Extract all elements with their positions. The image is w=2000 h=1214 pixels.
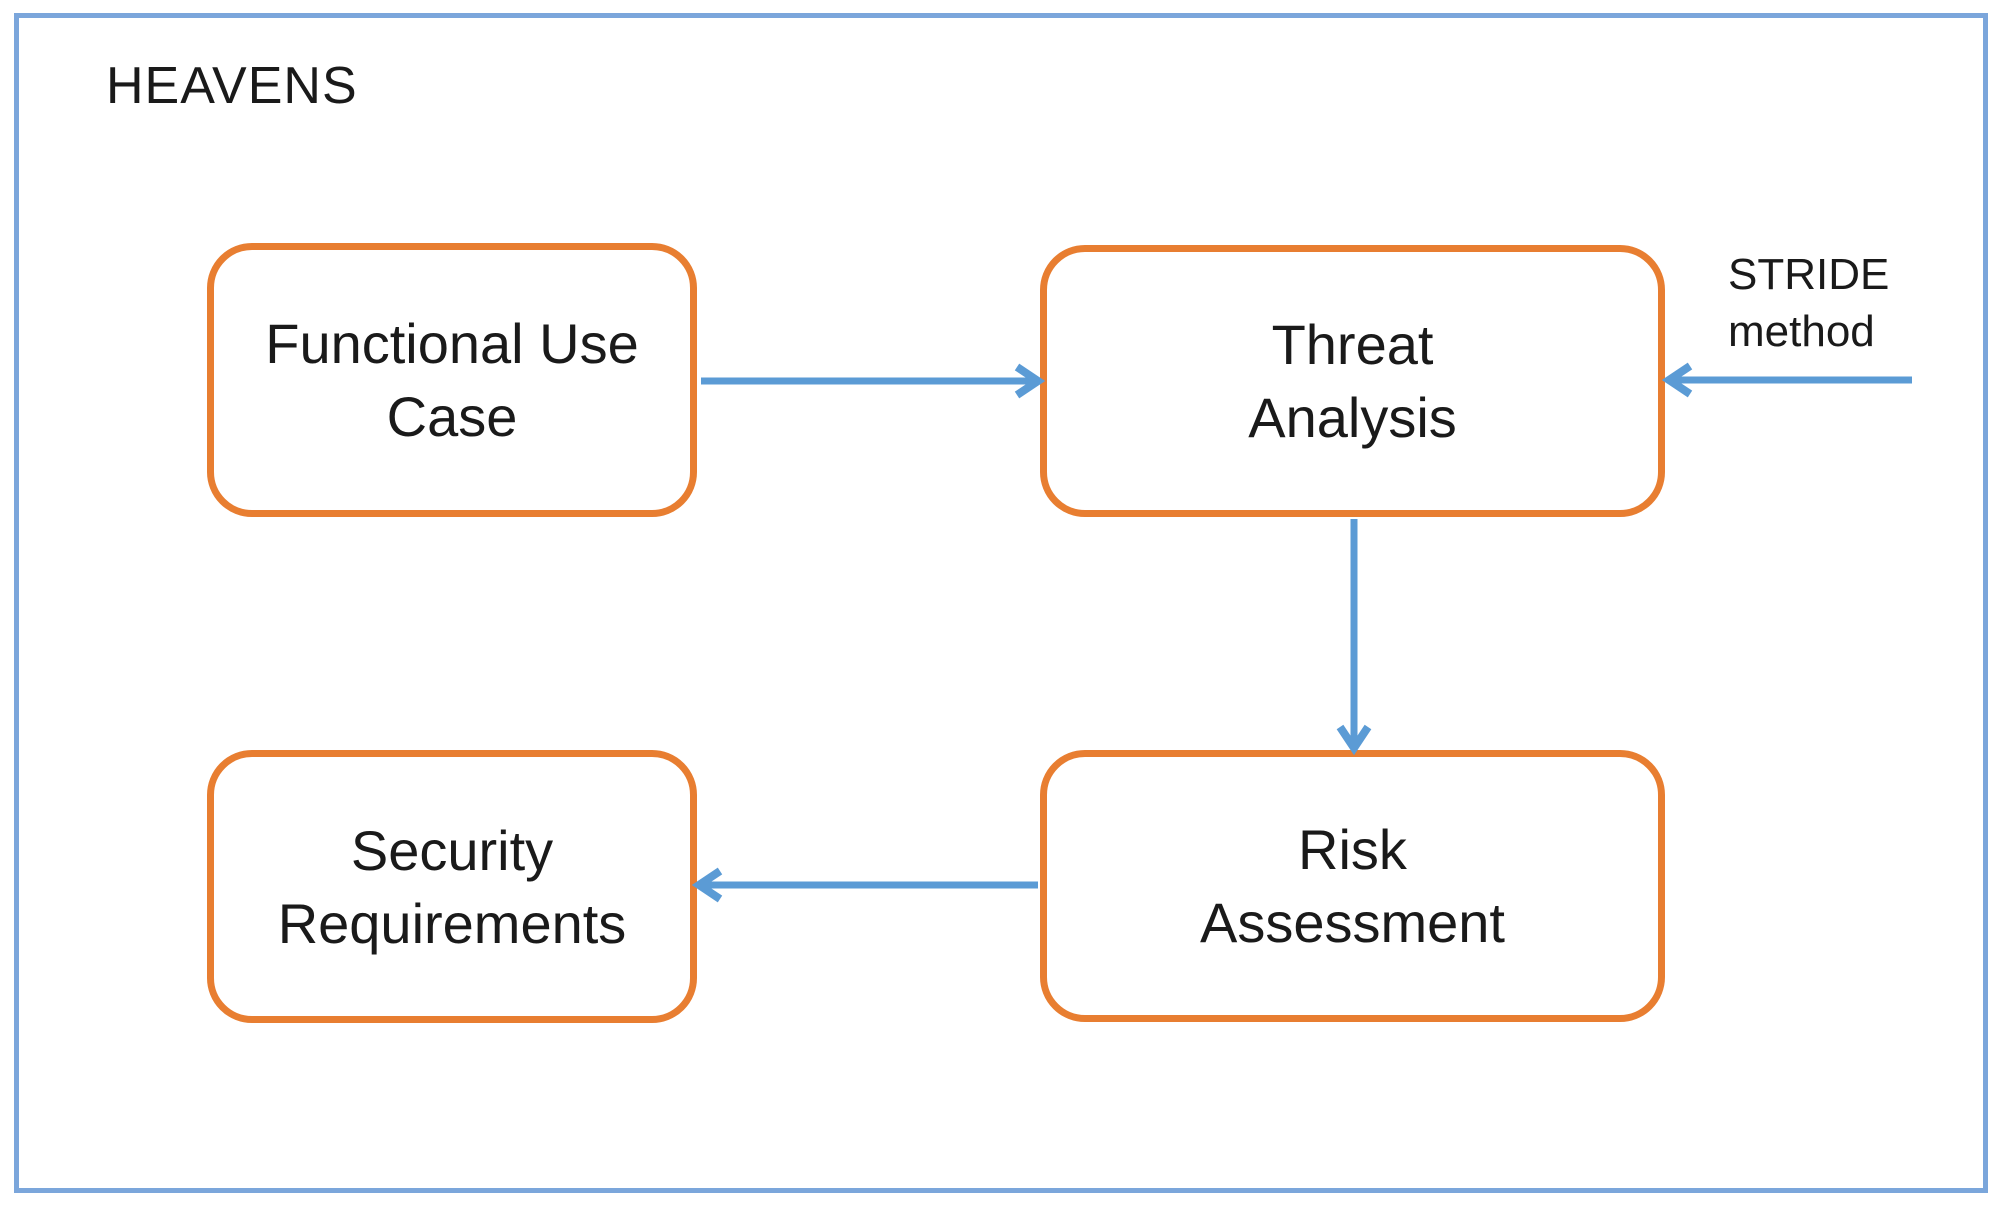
node-risk-assessment-label: Risk Assessment [1200, 818, 1505, 954]
node-risk-assessment: Risk Assessment [1040, 750, 1665, 1022]
node-functional-use-case-label: Functional Use Case [265, 312, 639, 448]
node-threat-analysis: Threat Analysis [1040, 245, 1665, 517]
node-security-requirements-label: Security Requirements [277, 818, 627, 955]
node-security-requirements: Security Requirements [207, 750, 697, 1023]
diagram-title: HEAVENS [106, 57, 358, 115]
node-functional-use-case: Functional Use Case [207, 243, 697, 517]
stride-method-annotation: STRIDE method [1728, 250, 1890, 356]
node-threat-analysis-label: Threat Analysis [1248, 313, 1457, 449]
